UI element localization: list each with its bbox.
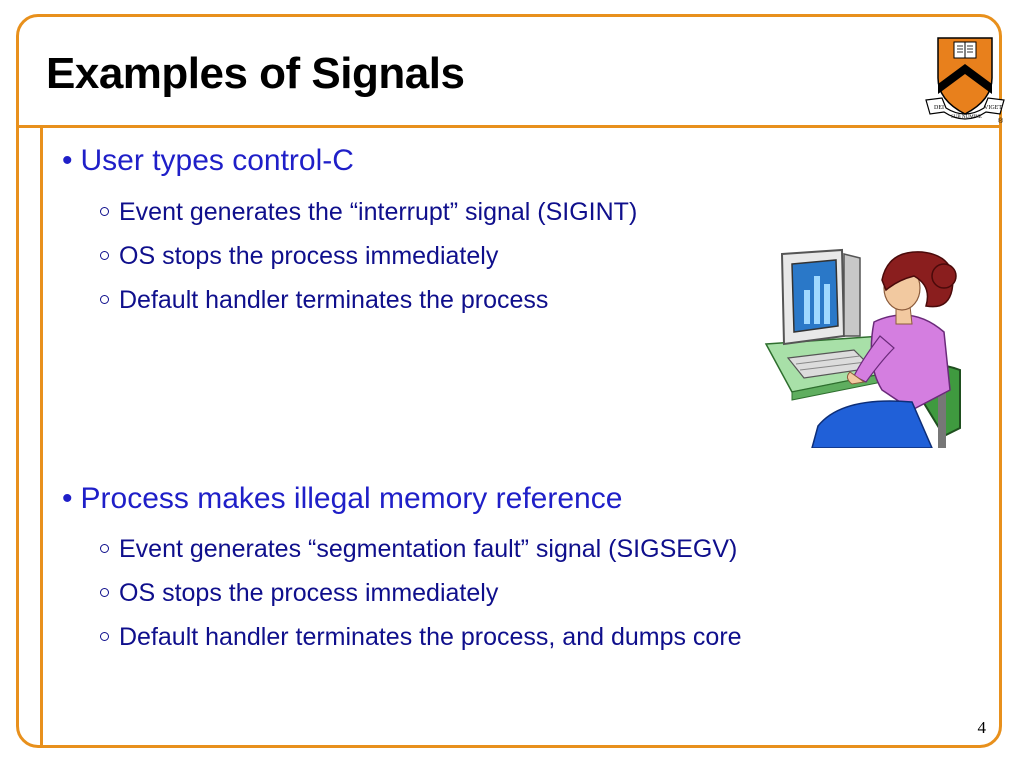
svg-text:SUB NUMINE: SUB NUMINE (951, 115, 982, 120)
sub-bullet-ring (100, 294, 109, 304)
title-divider (16, 125, 1002, 128)
sub-bullet-text: Event generates “segmentation fault” sig… (119, 535, 738, 563)
svg-text:VIGET: VIGET (984, 105, 1002, 111)
sub-bullet-ring (100, 587, 109, 597)
bullet-dot: • (62, 144, 73, 177)
princeton-shield-logo: DEI SUB NUMINE VIGET ® (925, 37, 1005, 124)
page-number: 4 (977, 718, 987, 737)
left-divider (40, 125, 43, 748)
sub-bullet-text: Event generates the “interrupt” signal (… (119, 198, 638, 226)
slide-frame (16, 14, 1002, 748)
sub-bullet-ring (100, 206, 109, 216)
svg-text:DEI: DEI (934, 105, 944, 111)
bullet-illegal-memory: •Process makes illegal memory reference (62, 484, 622, 514)
sub-bullet: Event generates “segmentation fault” sig… (100, 537, 737, 562)
bullet-dot: • (62, 482, 73, 515)
sub-bullet: Default handler terminates the process (100, 288, 548, 313)
sub-bullet-text: OS stops the process immediately (119, 579, 499, 607)
sub-bullet-text: Default handler terminates the process, … (119, 623, 742, 651)
sub-bullet: Event generates the “interrupt” signal (… (100, 200, 637, 225)
sub-bullet: OS stops the process immediately (100, 244, 498, 269)
sub-bullet: Default handler terminates the process, … (100, 625, 742, 650)
bullet-control-c: •User types control-C (62, 146, 354, 176)
slide-title: Examples of Signals (46, 49, 465, 98)
sub-bullet-ring (100, 250, 109, 260)
sub-bullet: OS stops the process immediately (100, 581, 498, 606)
bullet-text: User types control-C (80, 144, 354, 177)
bullet-text: Process makes illegal memory reference (80, 482, 623, 515)
sub-bullet-text: Default handler terminates the process (119, 286, 549, 314)
sub-bullet-text: OS stops the process immediately (119, 242, 499, 270)
person-at-computer-clipart (764, 248, 961, 448)
svg-text:®: ® (998, 117, 1004, 124)
sub-bullet-ring (100, 543, 109, 553)
sub-bullet-ring (100, 631, 109, 641)
